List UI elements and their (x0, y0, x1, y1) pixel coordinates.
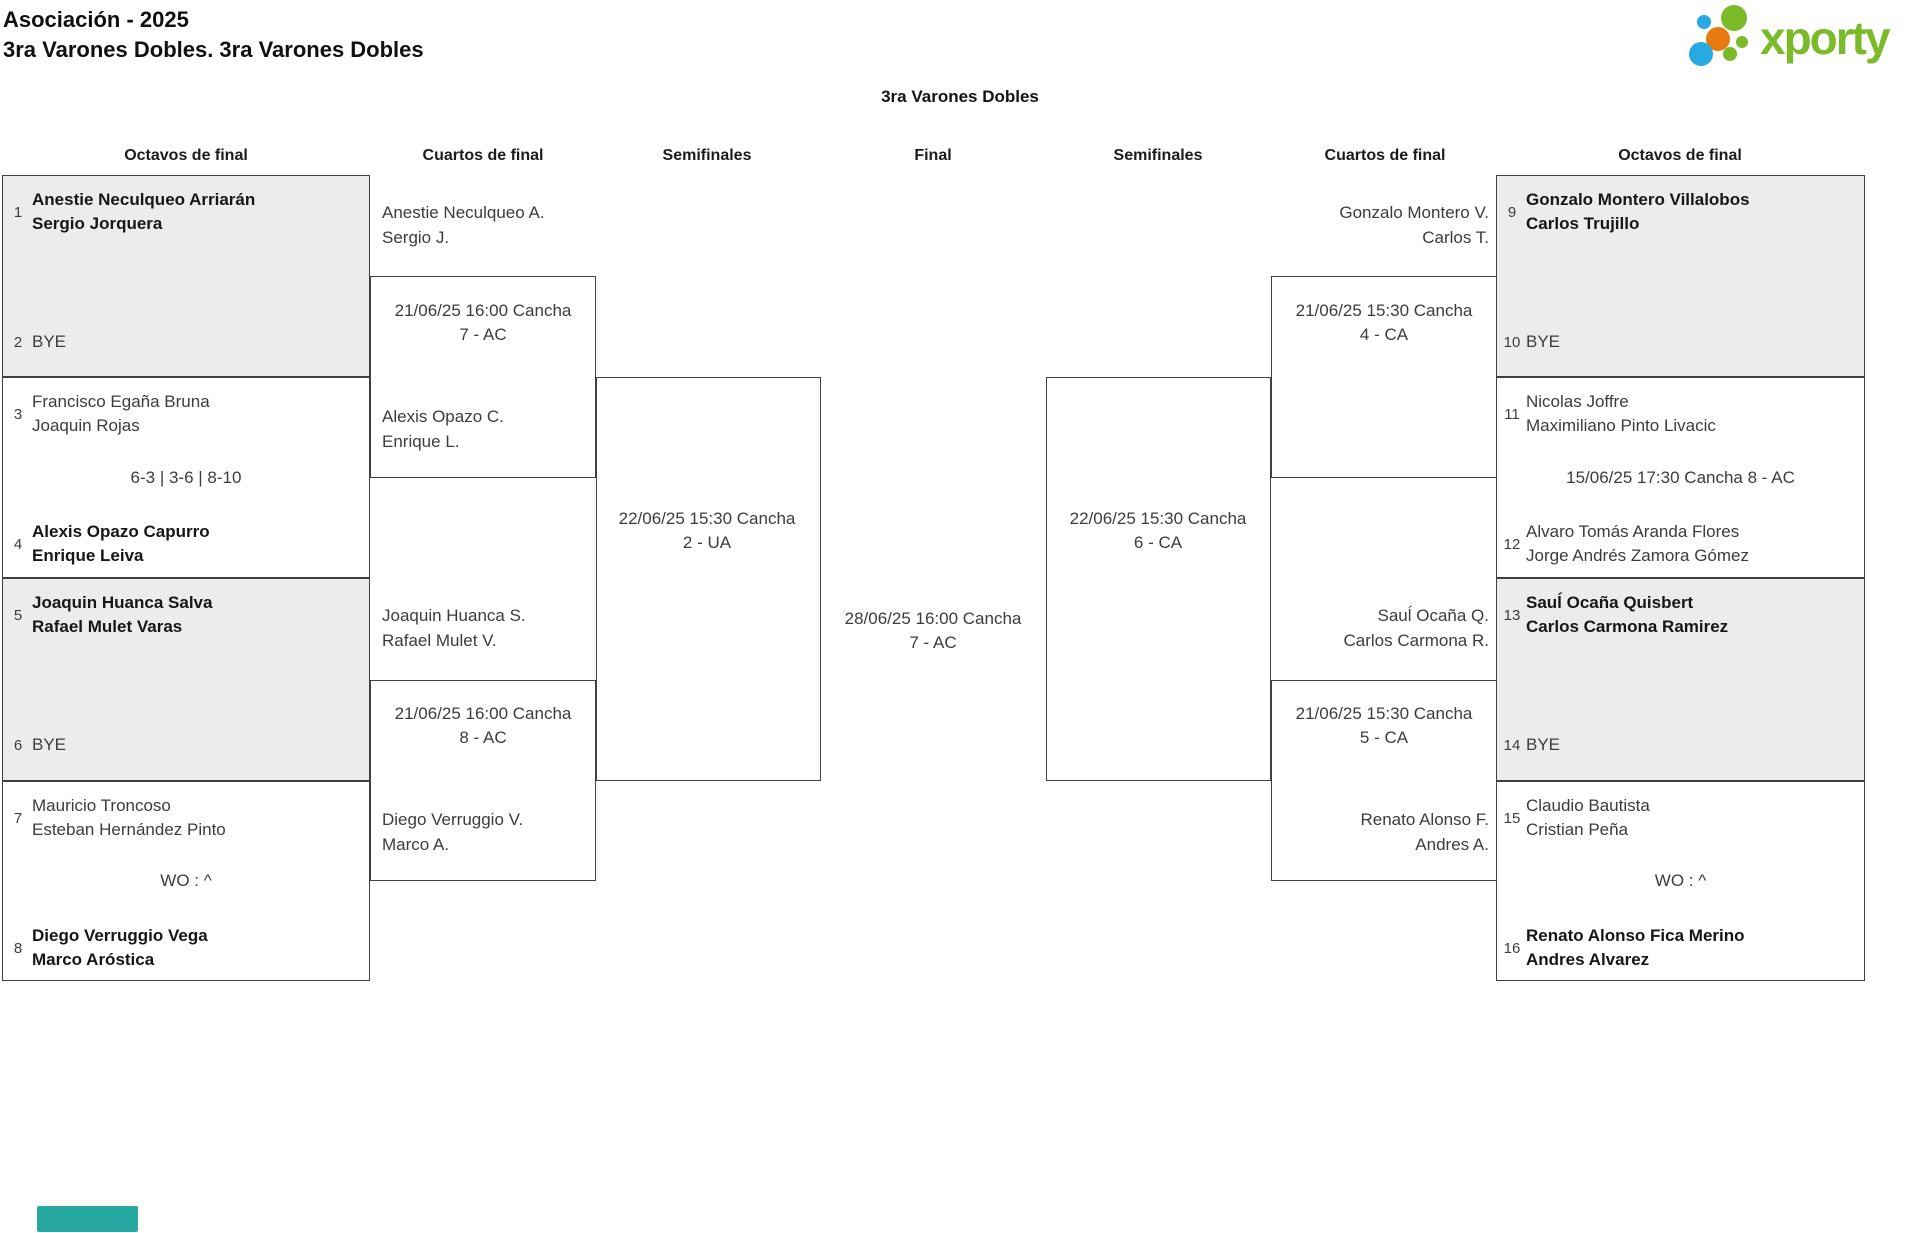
team-row: 5 Joaquin Huanca Salva Rafael Mulet Vara… (7, 590, 361, 640)
team-name: Anestie Neculqueo Arriarán Sergio Jorque… (32, 190, 256, 233)
round-header-octavos-right: Octavos de final (1618, 147, 1742, 164)
match-box-semifinal-left[interactable] (596, 377, 821, 781)
match-schedule: 21/06/25 15:30 Cancha 5 - CA (1295, 704, 1473, 747)
round-header-octavos-left: Octavos de final (124, 147, 248, 164)
seed-number: 10 (1503, 333, 1521, 351)
logo-dot-green-large-icon (1721, 5, 1747, 31)
match-schedule: 21/06/25 16:00 Cancha 8 - AC (394, 704, 572, 747)
team-name: Renato Alonso F. Andres A. (1360, 810, 1489, 854)
seed-number: 9 (1507, 203, 1517, 221)
logo-wordmark: xporty (1760, 12, 1891, 64)
team-name: Gonzalo Montero Villalobos Carlos Trujil… (1526, 190, 1750, 233)
team-row: 7 Mauricio Troncoso Esteban Hernández Pi… (7, 793, 361, 843)
team-name: Alexis Opazo C. Enrique L. (382, 407, 504, 451)
match-box-cuartos-left-lower[interactable] (370, 680, 596, 881)
round-header-cuartos-left: Cuartos de final (422, 147, 544, 164)
team-row: 14 BYE (1501, 720, 1856, 770)
team-name: Joaquin Huanca Salva Rafael Mulet Varas (32, 593, 213, 636)
team-row: 9 Gonzalo Montero Villalobos Carlos Truj… (1501, 187, 1856, 237)
team-name: Sauĺ Ocaña Q. Carlos Carmona R. (1343, 606, 1490, 650)
team-name: Alvaro Tomás Aranda Flores Jorge Andrés … (1526, 522, 1749, 565)
team-name: Joaquin Huanca S. Rafael Mulet V. (382, 606, 526, 650)
team-row: 13 Sauĺ Ocaña Quisbert Carlos Carmona Ra… (1501, 590, 1856, 640)
seed-number: 6 (13, 736, 23, 754)
team-name: BYE (32, 735, 67, 754)
match-box-seeds-5-6[interactable]: 5 Joaquin Huanca Salva Rafael Mulet Vara… (2, 578, 370, 781)
match-box-seeds-15-16[interactable]: 15 Claudio Bautista Cristian Peña WO : ^… (1496, 781, 1865, 981)
seed-number: 12 (1503, 535, 1521, 553)
team-name: Diego Verruggio V. Marco A. (382, 810, 524, 854)
team-row: 1 Anestie Neculqueo Arriarán Sergio Jorq… (7, 187, 361, 237)
team-name: Mauricio Troncoso Esteban Hernández Pint… (32, 796, 226, 839)
team-row: 8 Diego Verruggio Vega Marco Aróstica (7, 923, 361, 973)
team-row: 4 Alexis Opazo Capurro Enrique Leiva (7, 519, 361, 569)
team-name: Gonzalo Montero V. Carlos T. (1339, 203, 1489, 247)
match-schedule: 21/06/25 15:30 Cancha 4 - CA (1295, 301, 1473, 344)
xporty-logo[interactable]: xporty (1686, 2, 1918, 76)
logo-dot-blue-large-icon (1689, 42, 1713, 66)
team-row: 6 BYE (7, 720, 361, 770)
team-row: 3 Francisco Egaña Bruna Joaquin Rojas (7, 389, 361, 439)
team-row: 2 BYE (7, 317, 361, 367)
match-box-cuartos-left-upper[interactable] (370, 276, 596, 478)
seed-number: 14 (1503, 736, 1521, 754)
team-row: 16 Renato Alonso Fica Merino Andres Alva… (1501, 923, 1856, 973)
match-schedule: 15/06/25 17:30 Cancha 8 - AC (1566, 467, 1795, 487)
team-name: BYE (1526, 735, 1561, 754)
team-name: Anestie Neculqueo A. Sergio J. (382, 203, 545, 247)
team-name: Alexis Opazo Capurro Enrique Leiva (32, 522, 210, 565)
event-title: Asociación - 2025 (3, 7, 189, 32)
bracket-title: 3ra Varones Dobles (881, 87, 1039, 106)
match-schedule: 22/06/25 15:30 Cancha 6 - CA (1069, 509, 1247, 552)
seed-number: 15 (1503, 809, 1521, 827)
team-name: Renato Alonso Fica Merino Andres Alvarez (1526, 926, 1745, 969)
match-box-seeds-13-14[interactable]: 13 Sauĺ Ocaña Quisbert Carlos Carmona Ra… (1496, 578, 1865, 781)
match-score: WO : ^ (1654, 871, 1707, 890)
match-box-seeds-9-10[interactable]: 9 Gonzalo Montero Villalobos Carlos Truj… (1496, 175, 1865, 377)
seed-number: 3 (13, 405, 23, 423)
seed-number: 1 (13, 203, 23, 221)
team-row: 10 BYE (1501, 317, 1856, 367)
match-box-cuartos-right-upper[interactable] (1271, 276, 1497, 478)
match-box-seeds-1-2[interactable]: 1 Anestie Neculqueo Arriarán Sergio Jorq… (2, 175, 370, 377)
final-match-schedule: 28/06/25 16:00 Cancha 7 - AC (844, 609, 1022, 652)
team-name: Sauĺ Ocaña Quisbert Carlos Carmona Ramir… (1526, 593, 1729, 636)
match-box-cuartos-right-lower[interactable] (1271, 680, 1497, 881)
team-name: Claudio Bautista Cristian Peña (1526, 796, 1650, 839)
seed-number: 5 (13, 606, 23, 624)
match-score: 6-3 | 3-6 | 8-10 (130, 467, 242, 487)
match-box-seeds-7-8[interactable]: 7 Mauricio Troncoso Esteban Hernández Pi… (2, 781, 370, 981)
team-name: BYE (32, 332, 67, 351)
team-name: Diego Verruggio Vega Marco Aróstica (32, 926, 208, 969)
seed-number: 11 (1504, 405, 1520, 423)
logo-dot-blue-small-icon (1697, 15, 1711, 29)
logo-dot-green-small-icon (1736, 36, 1748, 48)
match-box-seeds-11-12[interactable]: 11 Nicolas Joffre Maximiliano Pinto Liva… (1496, 377, 1865, 578)
round-header-semifinales-right: Semifinales (1113, 147, 1203, 164)
logo-dot-green-bottom-icon (1723, 47, 1737, 61)
seed-number: 4 (13, 535, 23, 553)
team-row: 15 Claudio Bautista Cristian Peña (1501, 793, 1856, 843)
match-score: WO : ^ (160, 871, 212, 890)
round-header-semifinales-left: Semifinales (662, 147, 752, 164)
seed-number: 13 (1503, 606, 1521, 624)
team-row: 11 Nicolas Joffre Maximiliano Pinto Liva… (1501, 389, 1856, 439)
seed-number: 8 (13, 939, 23, 957)
team-name: Nicolas Joffre Maximiliano Pinto Livacic (1526, 392, 1716, 435)
team-row: 12 Alvaro Tomás Aranda Flores Jorge Andr… (1501, 519, 1856, 569)
team-name: BYE (1526, 332, 1561, 351)
match-box-seeds-3-4[interactable]: 3 Francisco Egaña Bruna Joaquin Rojas 6-… (2, 377, 370, 578)
seed-number: 2 (13, 333, 23, 351)
match-schedule: 22/06/25 15:30 Cancha 2 - UA (618, 509, 796, 552)
team-name: Francisco Egaña Bruna Joaquin Rojas (32, 392, 210, 435)
round-header-final: Final (914, 147, 952, 164)
match-box-semifinal-right[interactable] (1046, 377, 1271, 781)
round-header-cuartos-right: Cuartos de final (1324, 147, 1446, 164)
seed-number: 7 (13, 809, 23, 827)
bottom-teal-bar (37, 1206, 138, 1232)
category-title: 3ra Varones Dobles. 3ra Varones Dobles (3, 37, 424, 62)
match-schedule: 21/06/25 16:00 Cancha 7 - AC (394, 301, 572, 344)
seed-number: 16 (1503, 939, 1521, 957)
